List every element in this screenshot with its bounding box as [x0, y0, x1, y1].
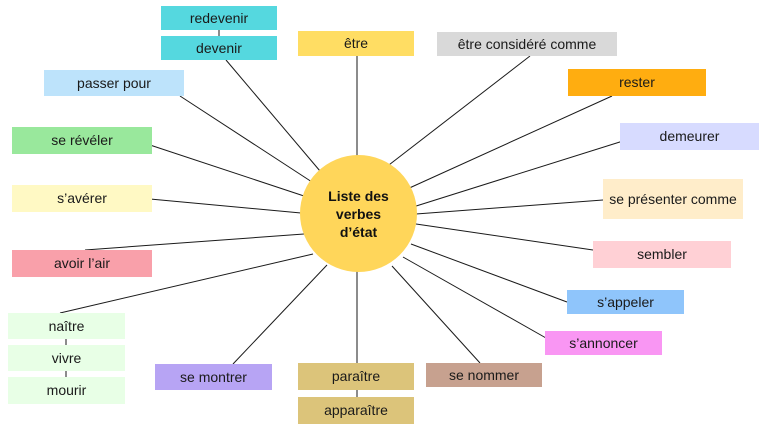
- center-node: Liste des verbes d’état: [300, 155, 417, 272]
- node-s-averer: s’avérer: [12, 185, 152, 212]
- node-etre: être: [298, 31, 414, 56]
- node-apparaitre: apparaître: [298, 397, 414, 424]
- link-se-presenter-comme: [415, 199, 604, 215]
- node-se-montrer: se montrer: [155, 364, 272, 390]
- link-s-averer: [149, 198, 302, 214]
- node-se-presenter-comme: se présenter comme: [603, 179, 743, 219]
- node-etre-considere-comme: être considéré comme: [437, 32, 617, 56]
- node-avoir-l-air: avoir l’air: [12, 250, 152, 277]
- node-sembler: sembler: [593, 241, 731, 268]
- link-se-reveler: [149, 144, 305, 197]
- node-paraitre: paraître: [298, 363, 414, 390]
- link-se-nommer: [391, 265, 481, 364]
- node-s-appeler: s’appeler: [567, 290, 684, 314]
- node-rester: rester: [568, 69, 706, 96]
- link-se-montrer: [232, 264, 328, 365]
- link-s-annoncer: [402, 256, 547, 339]
- link-etre-considere-comme: [384, 55, 531, 169]
- node-mourir: mourir: [8, 377, 125, 404]
- node-naitre: naître: [8, 313, 125, 339]
- link-rester: [404, 95, 613, 191]
- link-demeurer: [412, 140, 624, 208]
- link-naitre: [59, 253, 314, 314]
- node-se-reveler: se révéler: [12, 127, 152, 154]
- node-redevenir: redevenir: [161, 6, 277, 30]
- node-s-annoncer: s’annoncer: [545, 331, 662, 355]
- link-s-appeler: [410, 243, 568, 303]
- node-demeurer: demeurer: [620, 123, 759, 150]
- link-devenir: [225, 59, 321, 172]
- link-avoir-l-air: [84, 233, 305, 251]
- link-sembler: [415, 223, 594, 251]
- node-se-nommer: se nommer: [426, 363, 542, 387]
- node-passer-pour: passer pour: [44, 70, 184, 96]
- node-vivre: vivre: [8, 345, 125, 371]
- link-passer-pour: [179, 95, 313, 183]
- node-devenir: devenir: [161, 36, 277, 60]
